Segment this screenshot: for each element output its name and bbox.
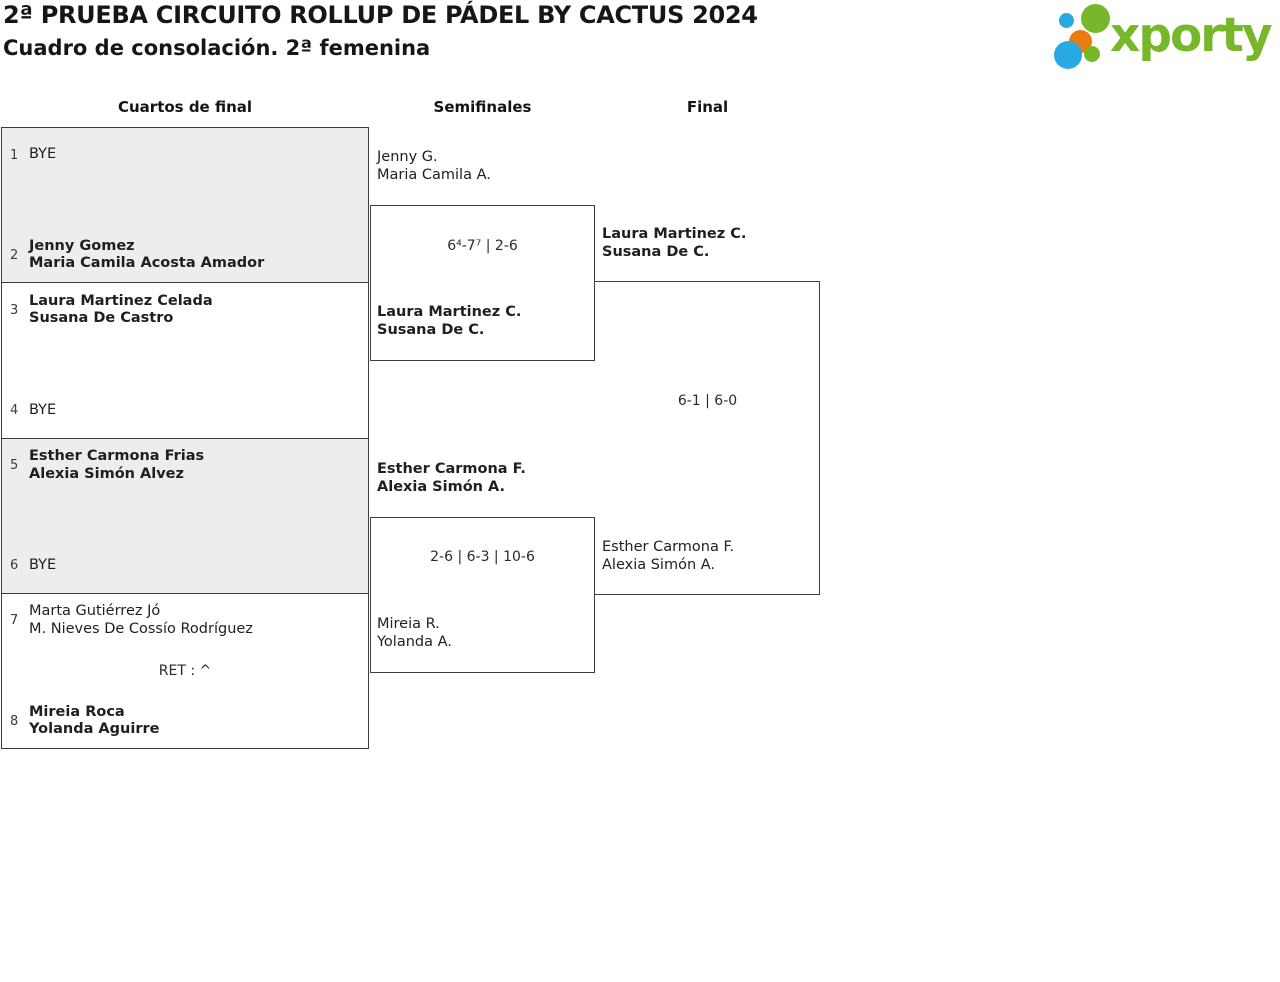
round-header-quarterfinals: Cuartos de final	[117, 98, 253, 116]
semifinal-2-top-team: Esther Carmona F. Alexia Simón A.	[377, 461, 526, 496]
player-name: Susana De Castro	[29, 310, 174, 327]
match-slot-top: 3 Laura Martinez Celada Susana De Castro	[2, 283, 368, 337]
seed-number: 7	[10, 613, 19, 629]
team-names: Laura Martinez Celada Susana De Castro	[29, 293, 213, 328]
player-name: Maria Camila Acosta Amador	[29, 255, 265, 272]
xporty-logo[interactable]: xporty	[1050, 0, 1278, 74]
semifinal-1-top-team: Jenny G. Maria Camila A.	[377, 149, 491, 184]
round-header-final: Final	[686, 98, 729, 116]
seed-number: 6	[10, 558, 19, 574]
seed-number: 4	[10, 403, 19, 418]
logo-dot-blue-small-icon	[1059, 13, 1074, 28]
final-top-team: Laura Martinez C. Susana De C.	[602, 226, 746, 261]
team-entry: 3 Laura Martinez Celada Susana De Castro	[10, 293, 213, 328]
xporty-logo-text: xporty	[1110, 8, 1273, 63]
player-name: M. Nieves De Cossío Rodríguez	[29, 620, 253, 637]
match-slot-bottom: 4 BYE	[2, 384, 368, 438]
logo-dot-green-big-icon	[1081, 4, 1110, 33]
player-name: BYE	[29, 401, 57, 418]
seed-number: 1	[10, 147, 19, 163]
team-entry: 1 BYE	[10, 146, 56, 164]
player-name: Yolanda A.	[377, 633, 452, 650]
match-slot-bottom: 2 Jenny Gomez Maria Camila Acosta Amador	[2, 228, 368, 282]
player-name: Jenny G.	[377, 149, 438, 165]
quarterfinal-match-2: 3 Laura Martinez Celada Susana De Castro…	[2, 282, 368, 438]
player-name: Laura Martinez C.	[377, 304, 522, 320]
team-entry: 5 Esther Carmona Frias Alexia Simón Alve…	[10, 448, 204, 483]
player-name: Esther Carmona F.	[377, 461, 526, 477]
semifinal-1-score: 6⁴-7⁷ | 2-6	[447, 238, 518, 254]
player-name: Yolanda Aguirre	[29, 721, 160, 737]
page-title: 2ª PRUEBA CIRCUITO ROLLUP DE PÁDEL BY CA…	[3, 1, 758, 29]
seed-number: 8	[10, 713, 19, 729]
team-entry: 4 BYE	[10, 402, 56, 420]
team-entry: 2 Jenny Gomez Maria Camila Acosta Amador	[10, 238, 264, 273]
player-name: Mireia R.	[377, 616, 440, 632]
player-name: Maria Camila A.	[377, 166, 491, 183]
player-name: Marta Gutiérrez Jó	[29, 603, 161, 620]
team-entry: 8 Mireia Roca Yolanda Aguirre	[10, 704, 159, 739]
seed-number: 2	[10, 247, 19, 263]
seed-number: 3	[10, 302, 19, 318]
player-name: Laura Martinez Celada	[29, 292, 213, 309]
player-name: Susana De C.	[602, 243, 710, 260]
team-names: Mireia Roca Yolanda Aguirre	[29, 704, 159, 739]
team-names: Esther Carmona Frias Alexia Simón Alvez	[29, 448, 204, 483]
player-name: Susana De C.	[377, 321, 485, 338]
semifinal-1-bottom-team: Laura Martinez C. Susana De C.	[377, 304, 521, 339]
player-name: Mireia Roca	[29, 703, 125, 720]
team-entry: 6 BYE	[10, 557, 56, 575]
quarterfinal-match-3: 5 Esther Carmona Frias Alexia Simón Alve…	[2, 437, 368, 593]
semifinal-match-1-box	[370, 205, 595, 361]
team-entry: 7 Marta Gutiérrez Jó M. Nieves De Cossío…	[10, 603, 253, 638]
player-name: Alexia Simón Alvez	[29, 465, 184, 482]
seed-number: 5	[10, 458, 19, 473]
semifinal-2-bottom-team: Mireia R. Yolanda A.	[377, 616, 452, 651]
team-names: BYE	[29, 402, 56, 420]
match-slot-top: 7 Marta Gutiérrez Jó M. Nieves De Cossío…	[2, 594, 368, 648]
quarterfinal-match-1: 1 BYE 2 Jenny Gomez Maria Camila Acosta …	[2, 128, 368, 283]
player-name: Laura Martinez C.	[602, 226, 747, 242]
match-score-retirement: RET : ^	[158, 662, 212, 679]
semifinal-2-score: 2-6 | 6-3 | 10-6	[430, 549, 535, 565]
team-names: BYE	[29, 146, 56, 164]
player-name: BYE	[29, 557, 57, 573]
match-slot-top: 5 Esther Carmona Frias Alexia Simón Alve…	[2, 439, 368, 493]
player-name: Esther Carmona F.	[602, 539, 735, 555]
round-header-semifinals: Semifinales	[433, 98, 532, 116]
player-name: Jenny Gomez	[29, 237, 135, 254]
logo-dot-green-small-icon	[1084, 46, 1100, 62]
match-slot-bottom: 6 BYE	[2, 539, 368, 593]
logo-dot-blue-big-icon	[1054, 41, 1082, 69]
quarterfinals-column: 1 BYE 2 Jenny Gomez Maria Camila Acosta …	[1, 127, 369, 749]
player-name: Alexia Simón A.	[602, 556, 716, 573]
final-bottom-team: Esther Carmona F. Alexia Simón A.	[602, 539, 734, 574]
player-name: BYE	[29, 146, 57, 163]
match-slot-top: 1 BYE	[2, 128, 368, 182]
team-names: Jenny Gomez Maria Camila Acosta Amador	[29, 238, 264, 273]
team-names: Marta Gutiérrez Jó M. Nieves De Cossío R…	[29, 603, 253, 638]
quarterfinal-match-4: 7 Marta Gutiérrez Jó M. Nieves De Cossío…	[2, 592, 368, 748]
final-score: 6-1 | 6-0	[677, 393, 738, 409]
semifinal-match-2-box	[370, 517, 595, 673]
final-match-box	[595, 281, 820, 595]
match-slot-bottom: 8 Mireia Roca Yolanda Aguirre	[2, 694, 368, 748]
page-subtitle: Cuadro de consolación. 2ª femenina	[3, 36, 431, 60]
player-name: Esther Carmona Frias	[29, 448, 205, 464]
player-name: Alexia Simón A.	[377, 478, 506, 495]
team-names: BYE	[29, 557, 56, 575]
